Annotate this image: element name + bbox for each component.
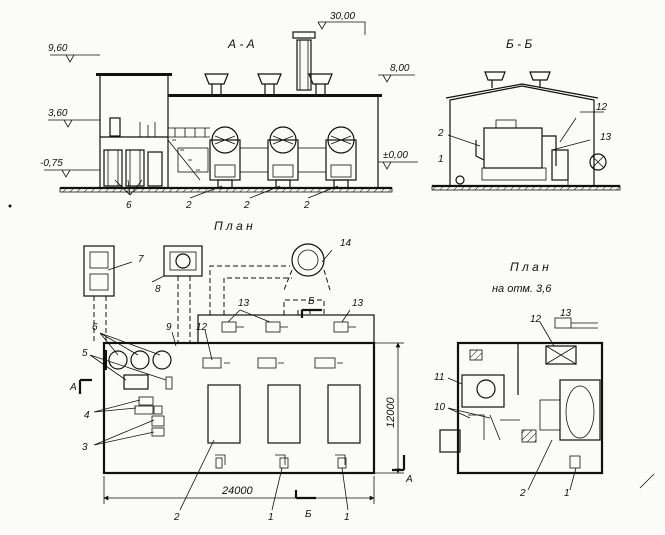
svg-text:2: 2: [243, 200, 250, 211]
fan-annex: [197, 314, 375, 344]
engine-unit-1: [177, 126, 241, 189]
plan-title: П л а н: [214, 219, 253, 233]
elevation-marks: 9,60 3,60 -0,75 30,00 8,00 ±0,00: [40, 11, 418, 178]
stack-lines: [299, 40, 309, 90]
bb-generator: [551, 149, 569, 181]
svg-text:Б: Б: [308, 296, 315, 307]
svg-text:8: 8: [155, 284, 161, 295]
fan-14: [291, 243, 325, 277]
plan-leaders: 14 7 8 6 5 9 12 13 13 4 3 2 1 1: [82, 238, 364, 523]
fan-13-360: [554, 317, 572, 329]
stack-cap: [292, 31, 316, 39]
leader-2a: [189, 185, 223, 199]
engine-unit-3: [297, 126, 357, 189]
plan-tanks: [108, 350, 173, 437]
svg-text:Б: Б: [305, 509, 312, 520]
svg-text:12: 12: [196, 322, 208, 333]
svg-text:2: 2: [185, 200, 192, 211]
svg-text:11: 11: [434, 372, 444, 383]
svg-text:А: А: [405, 474, 413, 485]
plan-machines: [202, 357, 361, 469]
stair: [167, 139, 201, 181]
svg-text:7: 7: [138, 254, 144, 265]
dimension-24000: 24000: [103, 476, 375, 504]
cut-b-top: [300, 308, 322, 318]
svg-text:30,00: 30,00: [330, 11, 355, 22]
svg-text:10: 10: [434, 402, 446, 413]
engine-unit-2: [239, 126, 299, 189]
svg-text:13: 13: [560, 308, 572, 319]
svg-text:1: 1: [564, 488, 570, 499]
svg-text:13: 13: [600, 132, 612, 143]
railing: [168, 127, 210, 137]
dimension-12000: 12000: [374, 342, 404, 474]
svg-text:12: 12: [530, 314, 542, 325]
plan-view: П л а н: [69, 219, 413, 523]
bb-roof: [445, 83, 599, 99]
plan-360-outline: [456, 341, 604, 475]
svg-text:13: 13: [352, 298, 364, 309]
bb-roof-fans: [484, 71, 551, 88]
svg-text:2: 2: [519, 488, 526, 499]
svg-text:2: 2: [173, 512, 180, 523]
svg-text:А: А: [69, 382, 77, 393]
unit-11-360: [461, 374, 505, 408]
svg-text:14: 14: [340, 238, 352, 249]
plan-360-view: П л а н на отм. 3,6 12 13 11 10 2 1: [434, 260, 604, 499]
low-bay-roof: [168, 94, 382, 97]
svg-text:±0,00: ±0,00: [383, 150, 408, 161]
svg-text:1: 1: [344, 512, 350, 523]
tall-bay-roof: [96, 73, 172, 76]
scan-dot: [8, 204, 12, 208]
svg-text:8,00: 8,00: [390, 63, 410, 74]
svg-text:5: 5: [82, 348, 88, 359]
svg-text:2: 2: [437, 128, 444, 139]
cut-b-bottom: [294, 490, 316, 500]
cut-a-left: [78, 378, 92, 394]
plan-360-title-2: на отм. 3,6: [492, 283, 552, 295]
leader-2b: [249, 185, 281, 199]
leader-2c: [307, 185, 339, 199]
plan-360-title-1: П л а н: [510, 260, 549, 274]
svg-text:9,60: 9,60: [48, 43, 68, 54]
exhaust-stack: [296, 39, 312, 91]
svg-text:2: 2: [303, 200, 310, 211]
bb-engine: [483, 127, 543, 169]
svg-text:12: 12: [596, 102, 608, 113]
ground-hatch: [59, 187, 393, 193]
svg-text:13: 13: [238, 298, 250, 309]
unit-12-360: [545, 345, 577, 365]
svg-text:1: 1: [268, 512, 274, 523]
plan-ducts: [93, 265, 331, 343]
box-7: [83, 245, 115, 297]
svg-text:3: 3: [82, 442, 88, 453]
section-aa: А - А: [40, 11, 418, 211]
svg-text:6: 6: [92, 322, 98, 333]
section-aa-title: А - А: [227, 37, 255, 51]
section-bb: Б - Б 12 2 13 1: [431, 37, 621, 191]
box-8: [163, 245, 203, 277]
svg-text:1: 1: [438, 154, 444, 165]
leader-6: [114, 179, 143, 196]
svg-text:3,60: 3,60: [48, 108, 68, 119]
plan-outline: [102, 341, 376, 475]
svg-text:-0,75: -0,75: [40, 158, 63, 169]
section-bb-title: Б - Б: [506, 37, 532, 51]
scan-mark: [639, 473, 655, 489]
bb-frame: [449, 85, 595, 186]
svg-text:6: 6: [126, 200, 132, 211]
roof-fans: [204, 73, 333, 94]
svg-text:12000: 12000: [385, 397, 397, 428]
bb-fan-13: [589, 153, 607, 171]
svg-text:4: 4: [84, 410, 90, 421]
svg-text:24000: 24000: [221, 485, 253, 497]
svg-text:9: 9: [166, 322, 172, 333]
left-equipment: [103, 117, 163, 187]
